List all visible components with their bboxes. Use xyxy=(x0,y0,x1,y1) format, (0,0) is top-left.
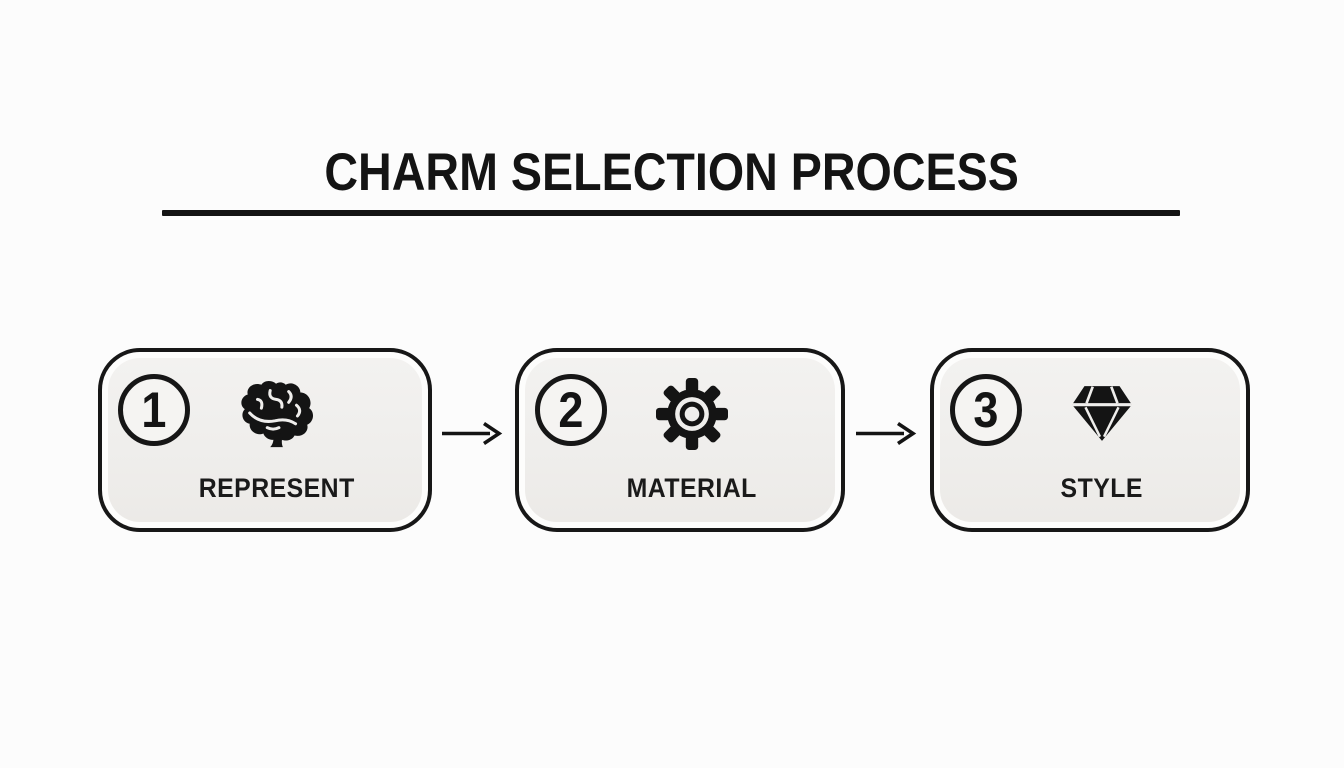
step-number-badge: 2 xyxy=(535,374,607,446)
title-underline xyxy=(162,210,1180,216)
step-label-wrap: REPRESENT xyxy=(102,473,428,504)
step-box-represent: 1 REPRESENT xyxy=(98,348,432,532)
step-box-material: 2 MATERIAL xyxy=(515,348,845,532)
right-arrow-icon xyxy=(441,420,503,447)
step-number-badge: 1 xyxy=(118,374,190,446)
gear-icon xyxy=(653,376,731,452)
step-label-wrap: MATERIAL xyxy=(519,473,841,504)
step-label: REPRESENT xyxy=(198,473,355,503)
step-label: MATERIAL xyxy=(626,473,758,503)
step-box-style: 3 STYLE xyxy=(930,348,1250,532)
step-label: STYLE xyxy=(1060,473,1144,503)
step-number-badge: 3 xyxy=(950,374,1022,446)
step-number: 2 xyxy=(558,382,584,438)
step-number: 3 xyxy=(973,382,999,438)
diamond-icon xyxy=(1063,376,1141,452)
step-label-wrap: STYLE xyxy=(934,473,1246,504)
brain-icon xyxy=(238,376,316,452)
diagram-header: CHARM SELECTION PROCESS xyxy=(0,142,1344,203)
step-number: 1 xyxy=(141,382,167,438)
right-arrow-icon xyxy=(855,420,917,447)
page-title: CHARM SELECTION PROCESS xyxy=(324,143,1020,202)
